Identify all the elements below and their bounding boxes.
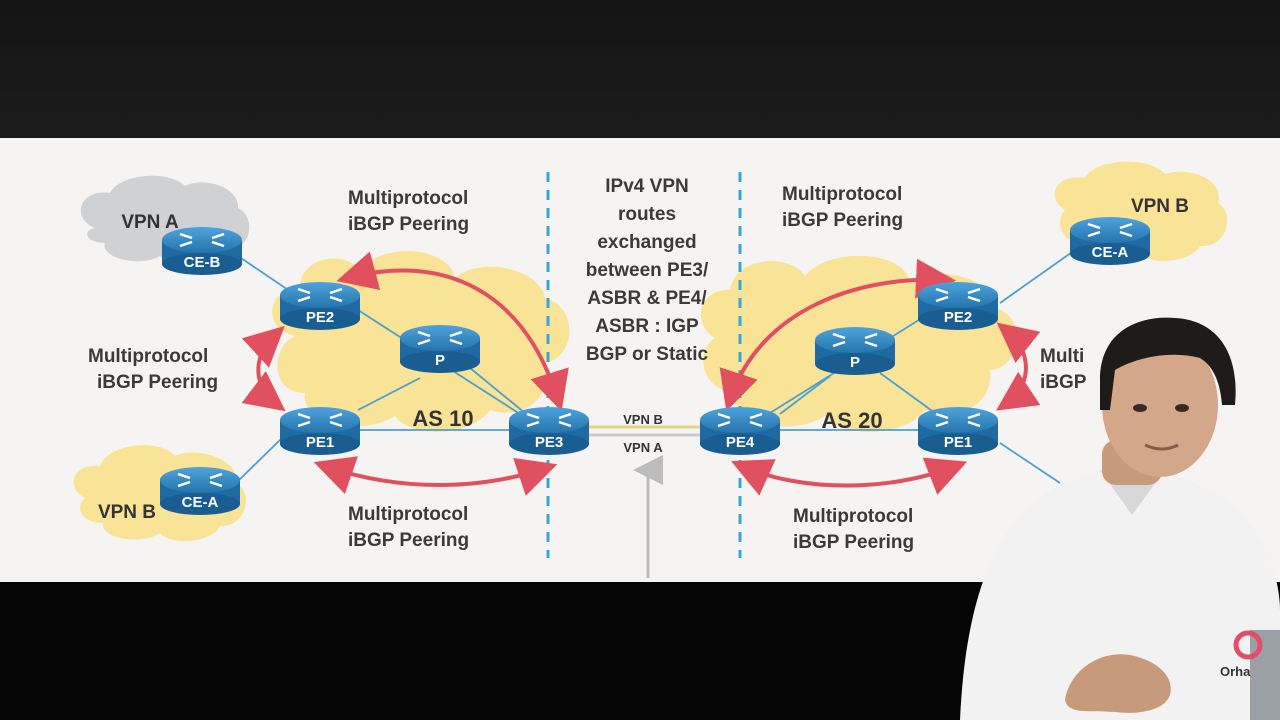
router-ce-a-right: CE-A — [1068, 215, 1152, 267]
router-pe1-right: PE1 — [916, 405, 1000, 457]
svg-text:PE1: PE1 — [944, 434, 972, 451]
router-pe2-left: PE2 — [278, 280, 362, 332]
svg-text:routes: routes — [618, 204, 676, 225]
link-pe1r-right — [999, 442, 1061, 484]
svg-text:ASBR : IGP: ASBR : IGP — [595, 316, 699, 337]
svg-text:CE-B: CE-B — [184, 254, 221, 271]
network-diagram: CE-B PE2 P PE1 PE3 CE-A PE4 P PE2 PE1 CE… — [73, 161, 1228, 578]
svg-text:P: P — [435, 352, 445, 369]
arrow-pe2-pe3 — [336, 251, 569, 412]
arrow-pe2r-pe1r — [996, 322, 1041, 411]
vpn-b-right-label: VPN B — [1131, 196, 1189, 217]
presenter-video: Orha — [960, 317, 1280, 720]
logo-text: Orha — [1220, 664, 1251, 679]
link-vpn-a-label: VPN A — [623, 440, 663, 455]
svg-text:between PE3/: between PE3/ — [586, 260, 709, 281]
svg-text:Multiprotocol: Multiprotocol — [88, 346, 208, 367]
presenter-face — [1102, 333, 1218, 477]
vpn-a-label: VPN A — [121, 212, 179, 233]
svg-text:BGP or Static: BGP or Static — [586, 344, 709, 365]
router-p-right: P — [813, 325, 897, 377]
svg-text:iBGP Peering: iBGP Peering — [348, 214, 469, 235]
presenter-hair — [1100, 317, 1236, 410]
router-pe3: PE3 — [507, 405, 591, 457]
router-ce-a-left: CE-A — [158, 465, 242, 517]
svg-text:PE3: PE3 — [535, 434, 563, 451]
svg-text:Multi: Multi — [1040, 346, 1084, 367]
arrow-pe2-pe1-left — [241, 325, 286, 412]
svg-text:P: P — [850, 354, 860, 371]
presenter-shirt — [960, 470, 1280, 720]
svg-text:iBGP Peering: iBGP Peering — [97, 372, 218, 393]
router-pe1-left: PE1 — [278, 405, 362, 457]
svg-text:CE-A: CE-A — [182, 494, 219, 511]
link-pe2r-cear — [999, 249, 1076, 304]
vpn-b-left-label: VPN B — [98, 502, 156, 523]
svg-text:Multiprotocol: Multiprotocol — [793, 506, 913, 527]
svg-text:Multiprotocol: Multiprotocol — [782, 184, 902, 205]
link-pe1-cea — [235, 437, 283, 484]
peering-label-top-left: Multiprotocol iBGP Peering — [348, 188, 469, 235]
as10-label: AS 10 — [412, 406, 473, 431]
svg-text:PE2: PE2 — [306, 309, 334, 326]
svg-text:ASBR & PE4/: ASBR & PE4/ — [587, 288, 707, 309]
arrow-pe1-pe3 — [313, 456, 558, 496]
slide: CE-B PE2 P PE1 PE3 CE-A PE4 P PE2 PE1 CE… — [0, 138, 1280, 582]
peering-label-bottom-left: Multiprotocol iBGP Peering — [348, 504, 469, 551]
svg-text:iBGP Peering: iBGP Peering — [782, 210, 903, 231]
svg-text:Multiprotocol: Multiprotocol — [348, 504, 468, 525]
svg-text:iBGP: iBGP — [1040, 372, 1087, 393]
router-pe4: PE4 — [698, 405, 782, 457]
peering-label-left: Multiprotocol iBGP Peering — [88, 346, 218, 393]
arrow-pe4-pe1r — [731, 457, 968, 496]
arrow-pe4-pe2r — [719, 258, 956, 412]
peering-label-top-right: Multiprotocol iBGP Peering — [782, 184, 903, 231]
router-ce-b: CE-B — [160, 225, 244, 277]
router-pe2-right: PE2 — [916, 280, 1000, 332]
svg-text:PE2: PE2 — [944, 309, 972, 326]
as20-label: AS 20 — [821, 408, 882, 433]
svg-text:Multiprotocol: Multiprotocol — [348, 188, 468, 209]
svg-text:IPv4 VPN: IPv4 VPN — [605, 176, 688, 197]
laptop-edge — [1250, 630, 1280, 720]
peering-label-bottom-right: Multiprotocol iBGP Peering — [793, 506, 914, 553]
svg-text:CE-A: CE-A — [1092, 244, 1129, 261]
link-vpn-b-label: VPN B — [623, 412, 663, 427]
presenter-hand — [1065, 654, 1171, 713]
svg-text:exchanged: exchanged — [597, 232, 696, 253]
video-letterbox-top — [0, 0, 1280, 138]
svg-text:iBGP Peering: iBGP Peering — [793, 532, 914, 553]
peering-label-right-partial: Multi iBGP — [1040, 346, 1087, 393]
svg-text:iBGP Peering: iBGP Peering — [348, 530, 469, 551]
svg-text:PE1: PE1 — [306, 434, 334, 451]
router-p-left: P — [398, 323, 482, 375]
svg-text:PE4: PE4 — [726, 434, 755, 451]
logo-icon — [1233, 630, 1263, 660]
center-note: IPv4 VPN routes exchanged between PE3/ A… — [586, 176, 709, 365]
